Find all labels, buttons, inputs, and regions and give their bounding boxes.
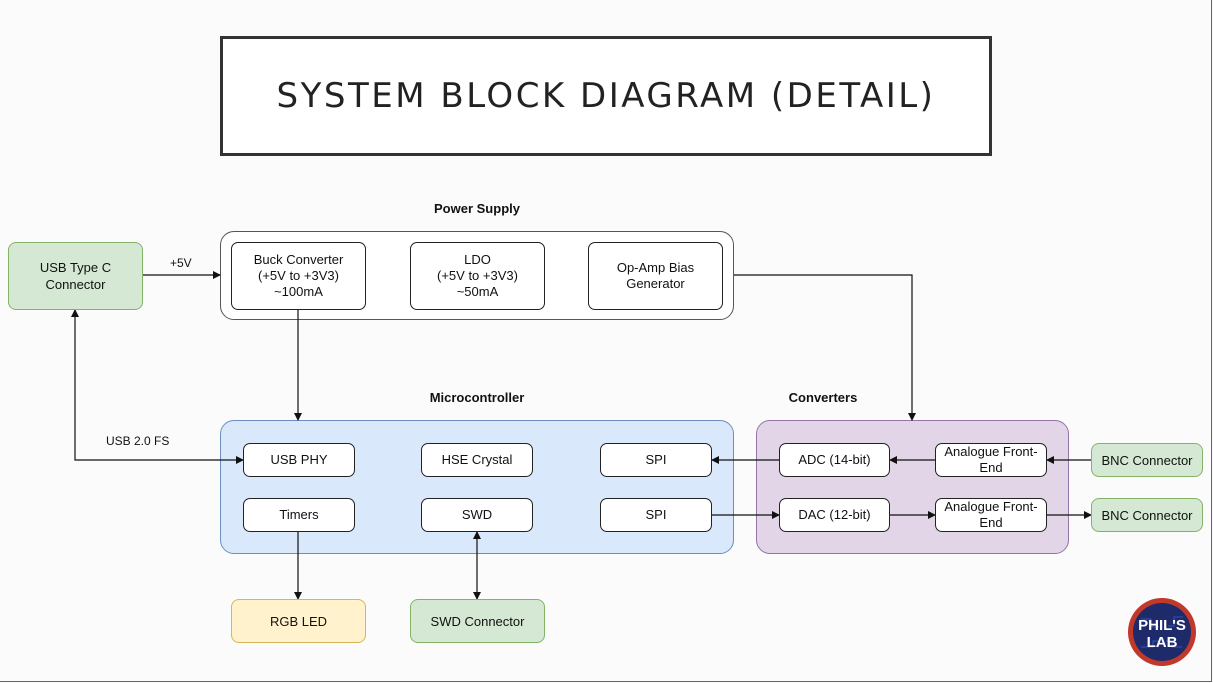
adc-block: ADC (14-bit) xyxy=(779,443,890,477)
logo-text-line1: PHIL'S xyxy=(1138,617,1186,634)
timers-block: Timers xyxy=(243,498,355,532)
spi-block-1: SPI xyxy=(600,443,712,477)
analogue-front-end-2: Analogue Front- End xyxy=(935,498,1047,532)
bnc-connector-2: BNC Connector xyxy=(1091,498,1203,532)
logo-text-line2: LAB xyxy=(1147,634,1178,651)
spi-block-2: SPI xyxy=(600,498,712,532)
page-title: SYSTEM BLOCK DIAGRAM (DETAIL) xyxy=(276,76,936,116)
edge-label-5v: +5V xyxy=(170,256,192,270)
usb-type-c-connector: USB Type C Connector xyxy=(8,242,143,310)
swd-connector-block: SWD Connector xyxy=(410,599,545,643)
buck-converter-block: Buck Converter (+5V to +3V3) ~100mA xyxy=(231,242,366,310)
microcontroller-label: Microcontroller xyxy=(429,390,525,405)
usb-phy-block: USB PHY xyxy=(243,443,355,477)
opamp-bias-generator-block: Op-Amp Bias Generator xyxy=(588,242,723,310)
converters-label: Converters xyxy=(788,390,858,405)
dac-block: DAC (12-bit) xyxy=(779,498,890,532)
analogue-front-end-1: Analogue Front- End xyxy=(935,443,1047,477)
rgb-led-block: RGB LED xyxy=(231,599,366,643)
edge-label-usb20fs: USB 2.0 FS xyxy=(106,434,170,448)
hse-crystal-block: HSE Crystal xyxy=(421,443,533,477)
phils-lab-logo: PHIL'S LAB xyxy=(1128,598,1196,666)
wire-bias-to-converters xyxy=(734,274,916,421)
title-box: SYSTEM BLOCK DIAGRAM (DETAIL) xyxy=(220,36,992,156)
swd-block: SWD xyxy=(421,498,533,532)
bnc-connector-1: BNC Connector xyxy=(1091,443,1203,477)
wire-usbc-to-usbphy xyxy=(71,309,244,464)
power-supply-label: Power Supply xyxy=(434,201,520,216)
ldo-block: LDO (+5V to +3V3) ~50mA xyxy=(410,242,545,310)
